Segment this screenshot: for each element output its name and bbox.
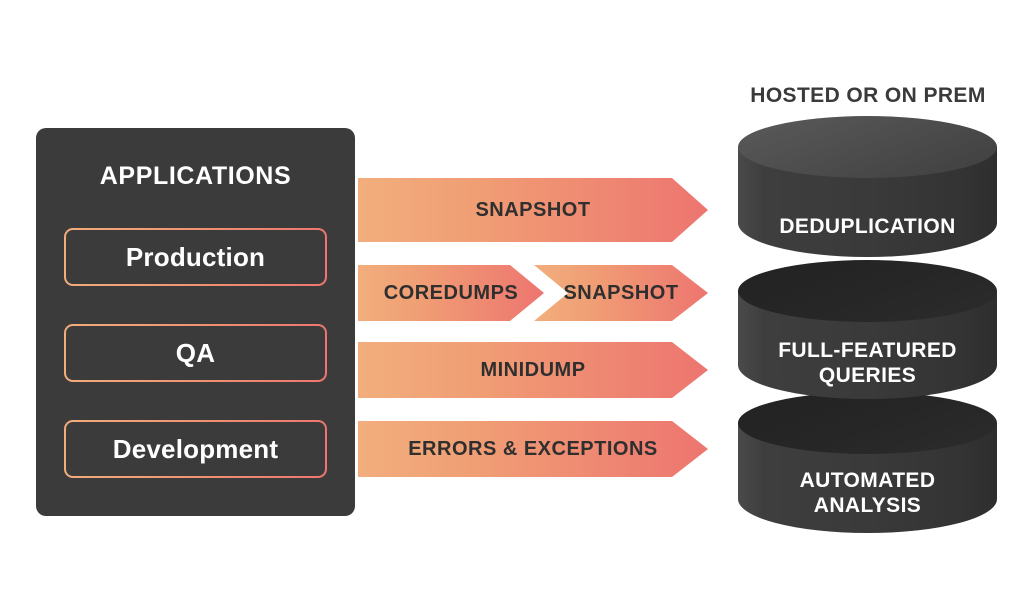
flow-arrow-minidump: MINIDUMP (358, 342, 708, 398)
application-item-label: Production (125, 241, 266, 272)
application-item-production[interactable]: Production (64, 228, 327, 286)
flow-arrow-label: SNAPSHOT (563, 281, 679, 304)
flow-arrow-snapshot-secondary: SNAPSHOT (534, 265, 708, 321)
applications-panel-title: APPLICATIONS (99, 162, 292, 190)
flow-arrow-row-minidump: MINIDUMP (358, 342, 708, 398)
application-item-label: QA (175, 337, 216, 368)
cylinder-top-ellipse (738, 392, 997, 454)
flow-arrow-errors-exceptions: ERRORS & EXCEPTIONS (358, 421, 708, 477)
application-item-development[interactable]: Development (64, 420, 327, 478)
flow-arrow-row-coredumps-snapshot: COREDUMPS SNAPSHOT (358, 265, 708, 321)
cylinder-top-ellipse (738, 116, 997, 178)
flow-arrow-snapshot: SNAPSHOT (358, 178, 708, 242)
flow-arrow-label: SNAPSHOT (475, 198, 591, 221)
cylinder-top-ellipse (738, 260, 997, 322)
storage-cylinder-deduplication: DEDUPLICATION (738, 116, 997, 266)
application-item-label: Development (112, 433, 279, 464)
flow-arrow-row-snapshot: SNAPSHOT (358, 178, 708, 242)
flow-arrow-label: COREDUMPS (383, 281, 519, 304)
flow-arrow-coredumps: COREDUMPS (358, 265, 544, 321)
application-item-qa[interactable]: QA (64, 324, 327, 382)
applications-panel: APPLICATIONS Production QA Development (36, 128, 355, 516)
flow-arrow-label: MINIDUMP (480, 358, 586, 381)
storage-header-label: HOSTED OR ON PREM (750, 84, 986, 107)
flow-arrow-row-errors-exceptions: ERRORS & EXCEPTIONS (358, 421, 708, 477)
flow-arrow-label: ERRORS & EXCEPTIONS (408, 437, 658, 460)
